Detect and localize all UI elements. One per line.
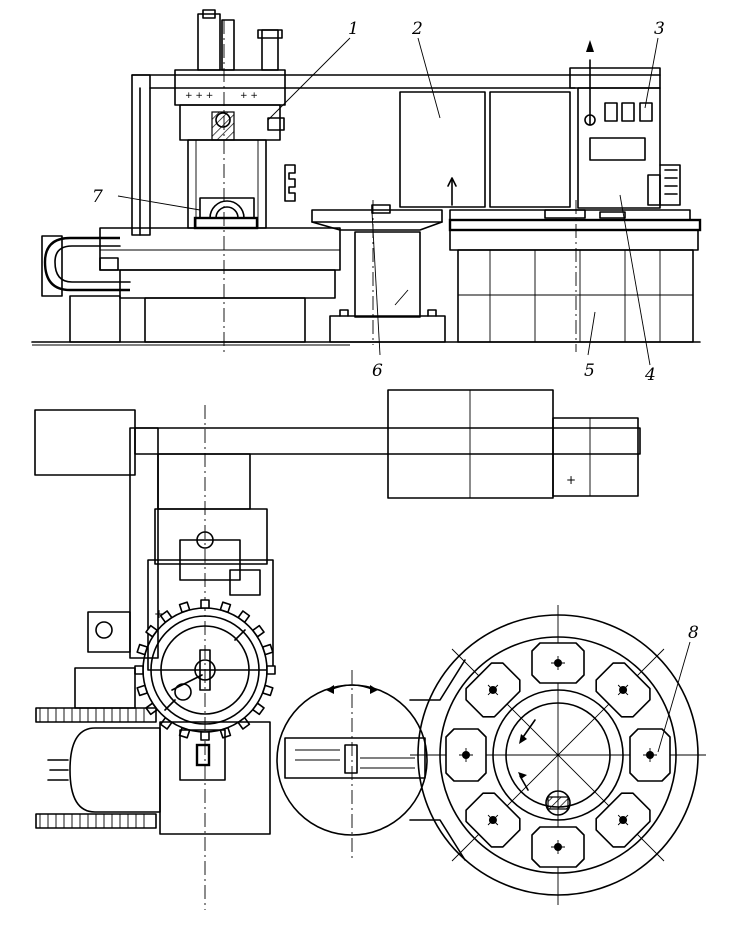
callout-8: 8	[688, 623, 699, 643]
callout-1: 1	[348, 19, 359, 39]
gear-tooth	[159, 717, 173, 730]
plan-view: + +	[34, 389, 706, 910]
plan-spindle-head: +	[134, 531, 276, 741]
control-cabinets	[399, 91, 571, 208]
machine-bed-5	[448, 209, 702, 343]
fixture-pocket	[531, 826, 585, 868]
svg-text:+ +: + +	[240, 91, 258, 101]
leader-lines-elevation	[117, 37, 659, 366]
gear-tooth	[237, 610, 251, 623]
gear-tooth	[261, 684, 274, 697]
callout-7: 7	[92, 187, 103, 207]
gear-tooth	[134, 665, 144, 675]
fixture-pocket	[531, 642, 585, 684]
elevation-view: + + + + +	[31, 9, 702, 366]
fixture-pocket	[595, 662, 651, 718]
gear-tooth	[200, 599, 210, 609]
svg-text:+: +	[154, 607, 164, 621]
svg-text:+: +	[566, 473, 576, 487]
transfer-unit-6	[311, 204, 446, 343]
gear-tooth	[145, 624, 158, 638]
fixture-pocket	[465, 662, 521, 718]
spindle-head-1: + + + + +	[174, 9, 296, 230]
callout-2: 2	[411, 19, 423, 39]
plan-left-assemblies	[35, 611, 271, 835]
fixture-pocket	[465, 792, 521, 848]
gear-tooth	[136, 643, 149, 656]
gear-tooth	[200, 731, 210, 741]
gear-tooth	[266, 665, 276, 675]
svg-text:+ + +: + + +	[185, 91, 213, 101]
plan-indexing-drum	[276, 670, 428, 860]
callout-6: 6	[372, 361, 383, 381]
plan-gantry-beam: +	[34, 389, 641, 499]
gear-tooth	[159, 610, 173, 623]
gear-tooth	[252, 624, 265, 638]
operator-panel	[577, 40, 681, 209]
fixture-pocket	[629, 728, 671, 782]
gear-tooth	[219, 601, 232, 614]
fixture-pocket	[445, 728, 487, 782]
callout-5: 5	[584, 361, 595, 381]
rotary-table-base	[41, 227, 341, 343]
callout-4: 4	[644, 365, 656, 385]
callout-3: 3	[654, 19, 665, 39]
plan-column	[129, 405, 268, 910]
gear-tooth	[261, 643, 274, 656]
callout-labels: 1 2 3 4 5 6 7 8	[92, 19, 699, 643]
plan-rotary-table	[410, 605, 706, 905]
gear-tooth	[237, 717, 251, 730]
fixture-pocket	[595, 792, 651, 848]
gear-tooth	[136, 684, 149, 697]
gear-tooth	[178, 601, 191, 614]
gear-tooth	[252, 702, 265, 716]
